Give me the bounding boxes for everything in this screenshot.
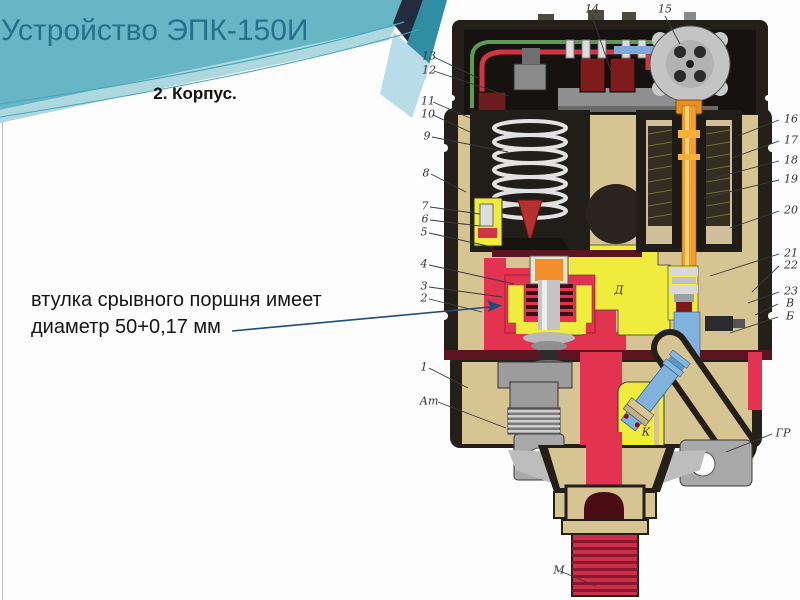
slide-subtitle: 2. Корпус. [153, 84, 237, 103]
piston-sleeve-left [507, 284, 525, 324]
coil-winding-left [647, 126, 673, 226]
red-wire [479, 49, 651, 108]
callout-1: 1 [420, 360, 428, 374]
annotation-line2: диаметр 50+0,17 мм [31, 316, 221, 338]
small-valve-unit [473, 197, 503, 247]
port-label-At: Ат [419, 394, 439, 408]
blue-terminal-wire [614, 46, 656, 54]
callout-3: 3 [420, 279, 428, 293]
callout-V: В [785, 296, 795, 310]
pressure-regulator [470, 48, 646, 257]
epk150-cross-section-diagram [428, 10, 780, 597]
callout-13: 13 [422, 49, 436, 63]
callout-14: 14 [585, 2, 599, 16]
callout-4: 4 [420, 257, 428, 271]
callout-8: 8 [422, 166, 430, 180]
callout-17: 17 [784, 133, 798, 147]
port-label-M: М [553, 563, 565, 577]
callout-7: 7 [421, 199, 429, 213]
slide-left-border [2, 0, 3, 600]
callout-9: 9 [423, 129, 431, 143]
slide-title: Устройство ЭПК-150И [1, 14, 309, 47]
callout-18: 18 [784, 153, 798, 167]
callout-12: 12 [422, 63, 436, 77]
callout-10: 10 [421, 107, 435, 121]
callout-19: 19 [784, 172, 798, 186]
port-label-GR: ГР [775, 426, 791, 440]
callout-5: 5 [420, 225, 428, 239]
header-wave-decoration [0, 0, 447, 123]
annotation-line1: втулка срывного поршня имеет [31, 289, 322, 311]
coil-resistors [579, 57, 636, 93]
callout-16: 16 [784, 112, 798, 126]
electromagnet [636, 99, 745, 361]
diaphragm [492, 250, 642, 257]
green-wire [470, 40, 660, 108]
callout-2: 2 [420, 291, 428, 305]
port-label-D: Д [614, 283, 624, 297]
coil-winding-right [705, 126, 731, 226]
regulator-cone-valve [517, 199, 543, 244]
callout-11: 11 [421, 94, 435, 108]
annotation-text: втулка срывного поршня имеет диаметр 50+… [31, 287, 371, 341]
side-plug-bolt [705, 316, 733, 331]
piston-stem [538, 280, 560, 330]
callout-23: 23 [784, 284, 798, 298]
piston-sleeve-right [575, 284, 593, 324]
callout-15: 15 [658, 2, 672, 16]
piston-orange-cap [535, 259, 563, 281]
port-label-K: К [641, 425, 651, 439]
bottom-threaded-stem [508, 432, 706, 597]
connector-flange [649, 25, 731, 103]
callout-6: 6 [421, 212, 429, 226]
armature-stem [675, 99, 703, 275]
callout-21: 21 [784, 246, 798, 260]
callout-20: 20 [784, 203, 798, 217]
callout-B: Б [785, 309, 795, 323]
gr-pipe-fitting [620, 329, 757, 487]
callout-22: 22 [784, 258, 798, 272]
